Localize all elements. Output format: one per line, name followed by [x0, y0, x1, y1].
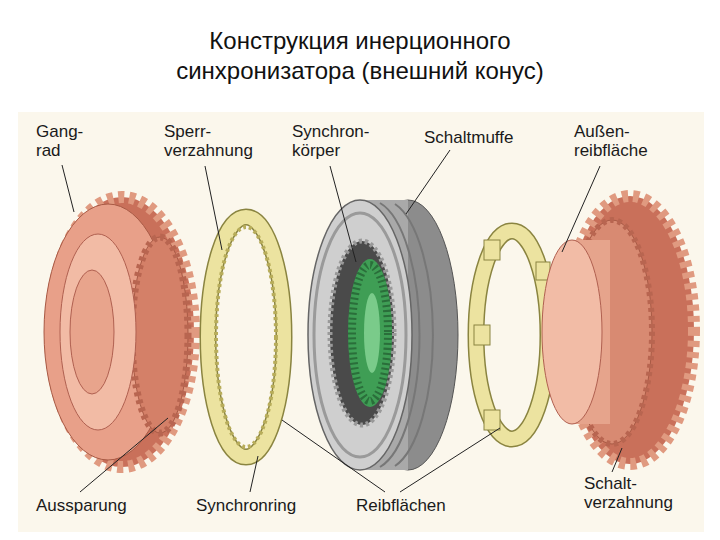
title-slot: Конструкция инерционного синхронизатора … — [140, 26, 580, 86]
label-slot: Synchronring — [196, 496, 296, 515]
part-label: Synchronring — [196, 496, 296, 515]
part-label: Reibflächen — [356, 496, 446, 515]
background-panel — [18, 112, 704, 532]
part-label: Schalt- verzahnung — [584, 474, 673, 512]
label-slot: Gang- rad — [36, 122, 83, 160]
gear-left — [44, 197, 194, 467]
title: Конструкция инерционного синхронизатора … — [140, 26, 580, 86]
part-label: Synchron- körper — [292, 122, 369, 160]
label-slot: Schalt- verzahnung — [584, 474, 673, 512]
label-slot: Reibflächen — [356, 496, 446, 515]
part-label: Schaltmuffe — [424, 128, 513, 147]
part-label: Gang- rad — [36, 122, 83, 160]
synchro-ring-right — [474, 231, 550, 439]
part-label: Aussparung — [36, 496, 127, 515]
label-slot: Außen- reibfläche — [574, 122, 648, 160]
leader-lines — [62, 150, 622, 492]
label-slot: Sperr- verzahnung — [164, 122, 253, 160]
synchro-ring-left — [208, 217, 284, 457]
sleeve-and-hub — [308, 200, 458, 470]
label-slot: Schaltmuffe — [424, 128, 513, 147]
label-slot: Aussparung — [36, 496, 127, 515]
part-label: Sperr- verzahnung — [164, 122, 253, 160]
gear-right — [542, 196, 694, 464]
part-label: Außen- reibfläche — [574, 122, 648, 160]
label-slot: Synchron- körper — [292, 122, 369, 160]
